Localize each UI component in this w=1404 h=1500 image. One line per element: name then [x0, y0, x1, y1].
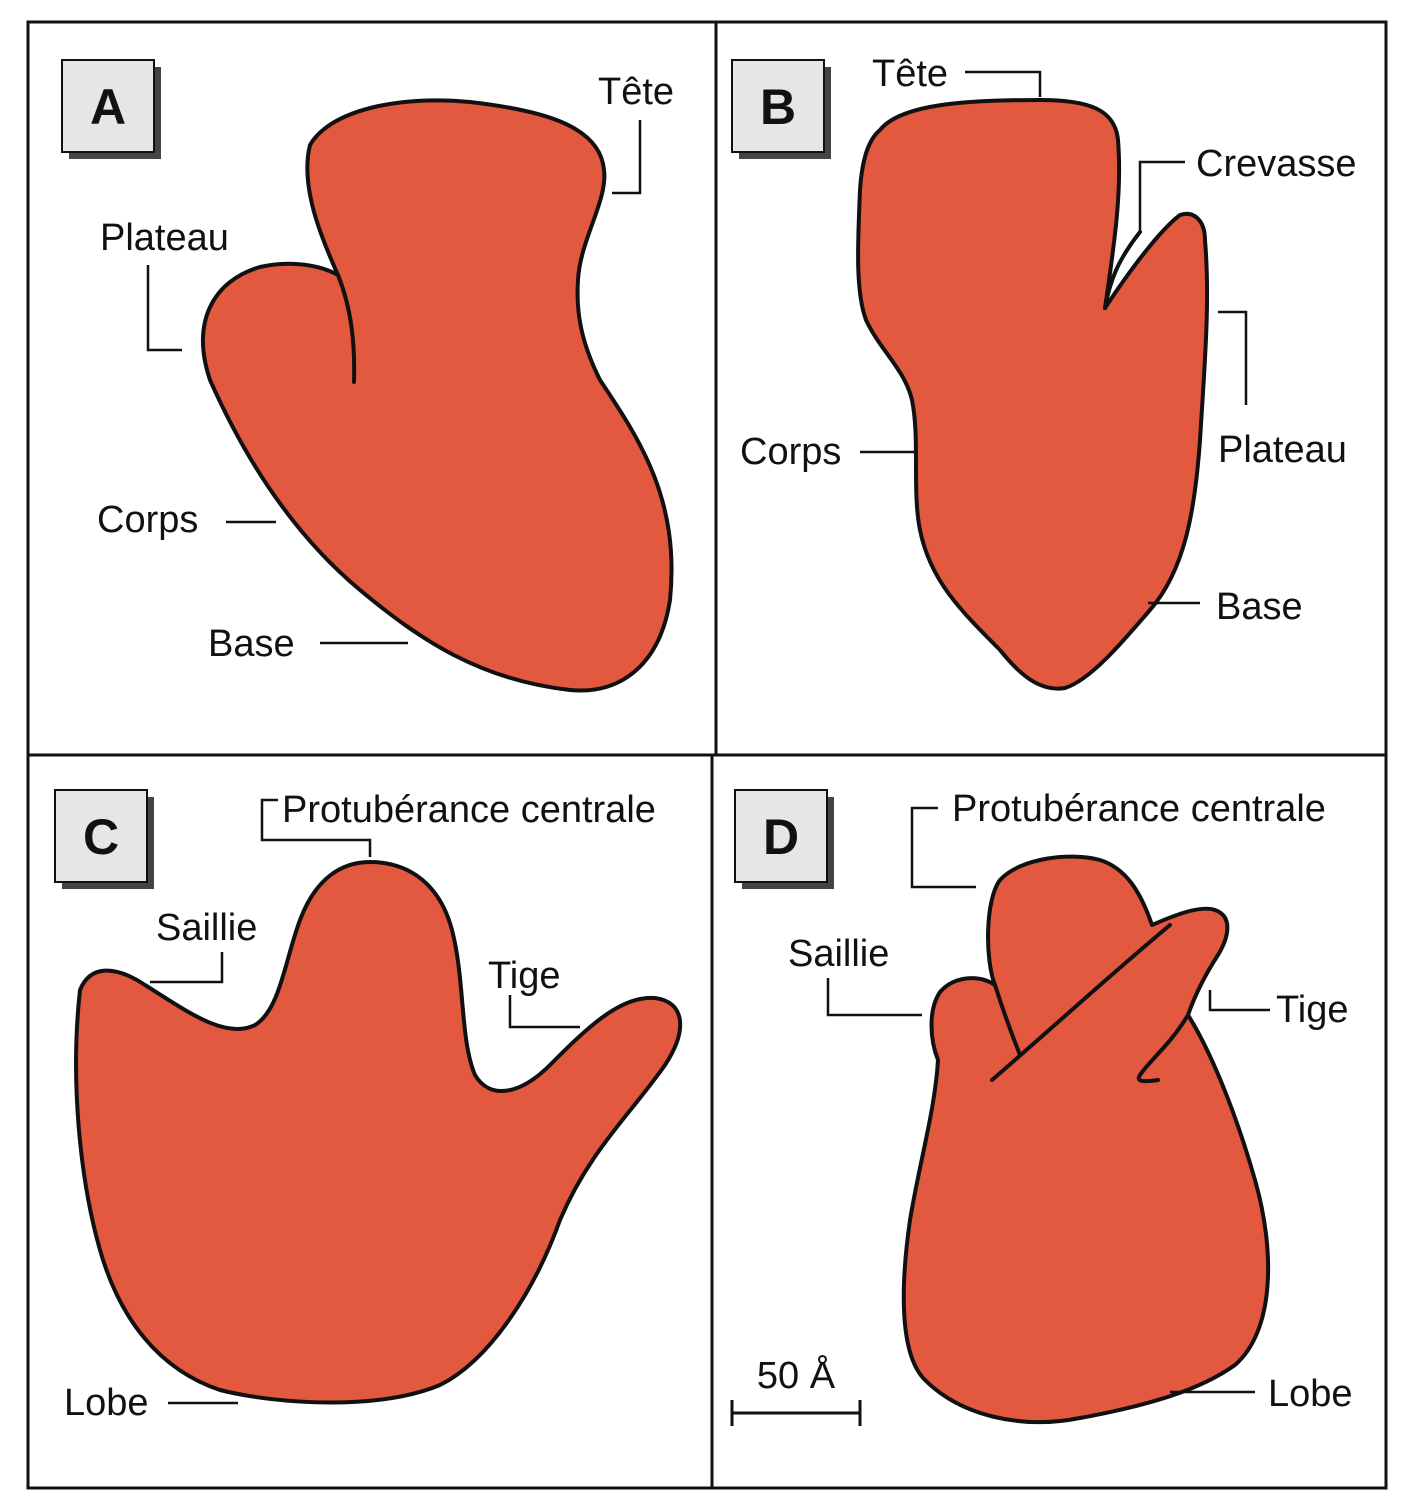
panel-a-silhouette [201, 98, 674, 693]
panel-a-cleft-line [336, 273, 357, 384]
panel-c-ridge-label: Saillie [156, 907, 257, 949]
panel-c-badge: C [54, 789, 154, 889]
panel-b: B Tête Crevasse Corps Plateau Base [731, 53, 1357, 691]
panel-b-body-label: Corps [740, 431, 841, 473]
panel-b-cleft-line [1103, 230, 1142, 310]
panel-c-protuberance-label: Protubérance centrale [282, 789, 656, 831]
panel-a-body-label: Corps [97, 499, 198, 541]
panel-d-badge: D [734, 789, 834, 889]
scale-bar-label: 50 Å [757, 1353, 836, 1397]
panel-d-stalk-inner-line [1136, 1013, 1190, 1084]
panel-b-base-label: Base [1216, 586, 1303, 628]
panel-d-stalk-label: Tige [1276, 989, 1349, 1031]
panel-d-protuberance-label: Protubérance centrale [952, 788, 1326, 830]
panel-b-letter: B [760, 79, 796, 135]
panel-a-head-label: Tête [598, 71, 674, 113]
scale-bar: 50 Å [730, 1353, 862, 1426]
panel-b-head-leader [965, 70, 1042, 97]
panel-a: A Tête Plateau Corps Base [61, 59, 674, 693]
panel-c-protuberance-leader [260, 798, 372, 857]
panel-c-lobe-label: Lobe [64, 1382, 149, 1424]
panel-c-stalk-leader [508, 995, 580, 1029]
panel-a-head-leader [612, 120, 642, 195]
panel-c-silhouette [74, 860, 683, 1405]
panel-b-badge: B [731, 59, 831, 159]
panel-b-head-label: Tête [872, 53, 948, 95]
panel-d-stalk-leader [1208, 990, 1270, 1012]
panel-b-plateau-leader [1218, 310, 1248, 405]
panel-d-silhouette [901, 854, 1271, 1425]
panel-d-lobe-label: Lobe [1268, 1373, 1353, 1415]
panel-a-plateau-leader [146, 265, 182, 352]
panel-d-protuberance-leader [910, 806, 976, 889]
panel-b-cleft-label: Crevasse [1196, 143, 1357, 185]
panel-a-plateau-label: Plateau [100, 217, 229, 259]
panel-d-crossing-stalk-line [990, 923, 1172, 1082]
panel-a-letter: A [90, 79, 126, 135]
panel-d-ridge-leader [826, 978, 922, 1017]
panel-b-cleft-leader [1138, 160, 1185, 232]
panel-d: D Protubérance centrale Saillie Tige Lob… [730, 788, 1353, 1426]
panel-c: C Protubérance centrale Saillie Tige Lob… [54, 789, 683, 1424]
panel-a-base-label: Base [208, 623, 295, 665]
panel-b-plateau-label: Plateau [1218, 429, 1347, 471]
panel-a-badge: A [61, 59, 161, 159]
panel-c-letter: C [83, 809, 119, 865]
panel-c-ridge-leader [150, 952, 224, 984]
panel-d-ridge-label: Saillie [788, 933, 889, 975]
panel-d-letter: D [763, 809, 799, 865]
panel-d-protuberance-edge [993, 983, 1022, 1057]
panel-b-silhouette [856, 98, 1210, 691]
panel-c-stalk-label: Tige [488, 955, 561, 997]
